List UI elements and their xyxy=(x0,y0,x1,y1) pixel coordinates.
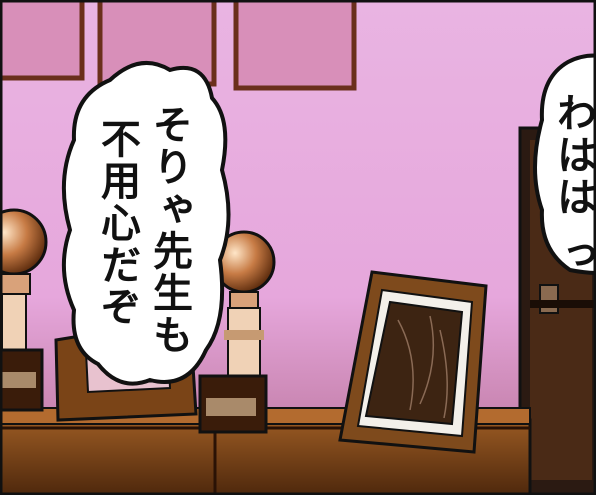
bookcase xyxy=(518,126,596,495)
wall-frame-3 xyxy=(233,0,357,91)
picture-frame-icon xyxy=(338,270,488,454)
trophy-icon xyxy=(0,208,48,412)
speech-bubble-icon xyxy=(533,53,596,275)
wall-frames xyxy=(0,0,357,91)
trophy-icon xyxy=(198,230,276,434)
wall-frame-1 xyxy=(0,0,85,81)
speech-text-line-1: そりゃ先生も xyxy=(146,104,192,356)
speech-text-laugh: わはは っ xyxy=(550,92,596,276)
speech-bubble-icon xyxy=(61,61,231,386)
speech-text-line-2: 不用心だぞ xyxy=(94,118,140,328)
